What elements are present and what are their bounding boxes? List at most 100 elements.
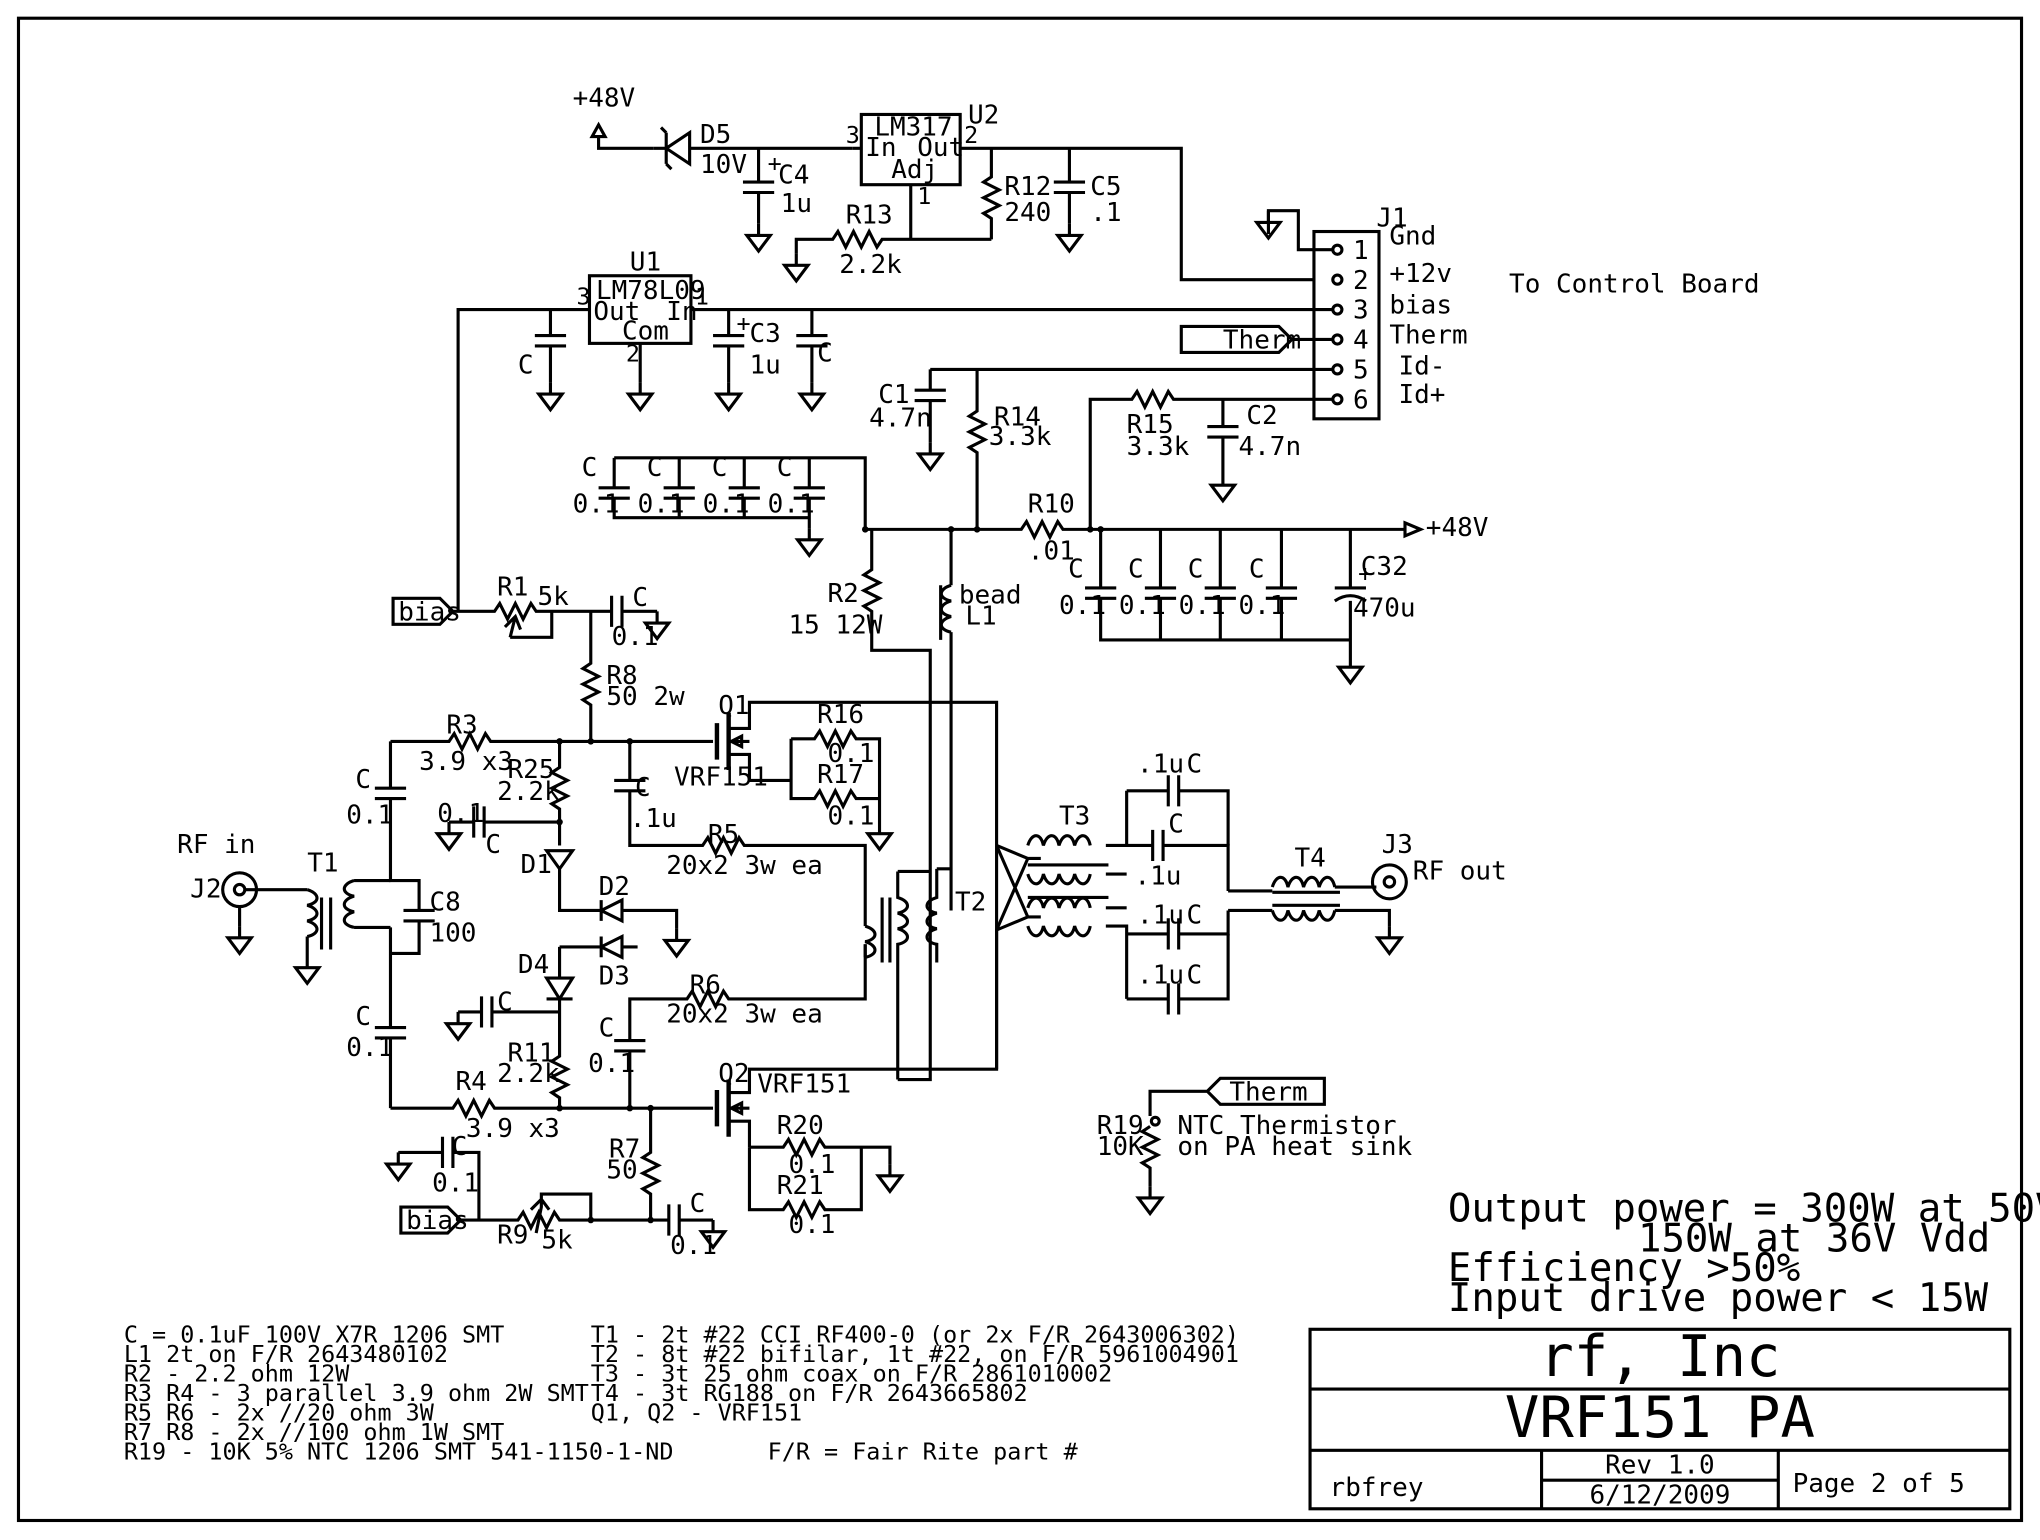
therm-port-label: Therm bbox=[1229, 1077, 1307, 1107]
r13-ref: R13 bbox=[846, 201, 893, 231]
lm317-section: +48V D5 10V + C4 1u LM317 In Out Adj U2 … bbox=[573, 84, 1314, 283]
note-line: T2 - 8t #22 bifilar, 1t #22, on F/R 5961… bbox=[591, 1340, 1239, 1368]
lm78l09-section: LM78L09 Out In Com U1 3 1 2 C + C3 1u C bbox=[456, 248, 1333, 612]
drawing-title: VRF151 PA bbox=[1505, 1385, 1815, 1451]
c-value: 0.1 bbox=[346, 800, 393, 830]
r12-ref: R12 bbox=[1004, 172, 1051, 202]
r1-value: 5k bbox=[537, 582, 569, 612]
r6-ref: R6 bbox=[690, 971, 721, 1001]
u1-in-pin: In bbox=[666, 297, 697, 327]
c-ref: C bbox=[1068, 555, 1084, 585]
c3-value: 1u bbox=[749, 350, 780, 380]
u2-out-pin: Out bbox=[917, 133, 964, 163]
r19-ref: R19 bbox=[1097, 1111, 1144, 1141]
r11-value: 2.2k bbox=[497, 1059, 560, 1089]
note-line: R3 R4 - 3 parallel 3.9 ohm 2W SMT bbox=[124, 1379, 589, 1407]
q1-ref: Q1 bbox=[718, 691, 749, 721]
spec-output-power-36v: 150W at 36V Vdd bbox=[1638, 1216, 1990, 1261]
j1-pin-num: 6 bbox=[1353, 385, 1369, 415]
t2-ref: T2 bbox=[955, 887, 986, 917]
c-value: 0.1 bbox=[432, 1168, 479, 1198]
c-ref: C bbox=[1186, 960, 1202, 990]
u1-out-pin: Out bbox=[593, 297, 640, 327]
t3-ref: T3 bbox=[1059, 802, 1090, 832]
note-line: R7 R8 - 2x //100 ohm 1W SMT bbox=[124, 1418, 504, 1446]
r17-ref: R17 bbox=[817, 760, 864, 790]
l1-value: bead bbox=[959, 581, 1022, 611]
plus48-right-label: +48V bbox=[1426, 513, 1489, 543]
r25-value: 2.2k bbox=[497, 777, 560, 807]
q2-section: R4 3.9 x3 R11 2.2k C C 0.1 R6 20x2 3w ea… bbox=[385, 845, 999, 1261]
therm-port-label: Therm bbox=[1223, 326, 1301, 356]
c-ref: C bbox=[817, 339, 833, 369]
c-value: 0.1 bbox=[1059, 591, 1106, 621]
r15-value: 3.3k bbox=[1127, 432, 1190, 462]
c32-ref: C32 bbox=[1361, 552, 1408, 582]
r4-ref: R4 bbox=[456, 1067, 487, 1097]
r16-value: 0.1 bbox=[828, 739, 875, 769]
r9-value: 5k bbox=[541, 1226, 573, 1256]
c-value: 0.1 bbox=[437, 799, 484, 829]
r1-ref: R1 bbox=[497, 573, 528, 603]
to-control-board: To Control Board bbox=[1509, 270, 1759, 300]
r7-value: 50 bbox=[606, 1155, 637, 1185]
notes-right: T1 - 2t #22 CCI RF400-0 (or 2x F/R 26430… bbox=[591, 1320, 1239, 1465]
r3-value: 3.9 x3 bbox=[419, 747, 513, 777]
r5-value: 20x2 3w ea bbox=[666, 851, 823, 881]
output-section: T3 .1u C C .1u .1u C .1u C T4 J3 RF out bbox=[995, 750, 1507, 1070]
u2-ref: U2 bbox=[968, 101, 999, 131]
c-value: 0.1 bbox=[670, 1231, 717, 1261]
j1-pin-num: 4 bbox=[1353, 326, 1369, 356]
r10-ref: R10 bbox=[1028, 489, 1075, 519]
c-ref: C bbox=[1128, 555, 1144, 585]
j1-pin-name: Therm bbox=[1389, 320, 1467, 350]
r14-ref: R14 bbox=[994, 402, 1041, 432]
svg-text:+: + bbox=[1358, 559, 1372, 587]
c2-value: 4.7n bbox=[1239, 432, 1302, 462]
note-line: R19 - 10K 5% NTC 1206 SMT 541-1150-1-ND bbox=[124, 1437, 674, 1465]
r9-ref: R9 bbox=[497, 1220, 528, 1250]
u1-com-pin: Com bbox=[622, 316, 669, 346]
q2-part: VRF151 bbox=[757, 1070, 851, 1100]
spec-efficiency: Efficiency >50% bbox=[1448, 1246, 1800, 1291]
q1-part: VRF151 bbox=[674, 763, 768, 793]
u1-pin2: 2 bbox=[626, 340, 640, 368]
c-ref: C bbox=[582, 453, 598, 483]
ntc-label-2: on PA heat sink bbox=[1177, 1132, 1412, 1162]
c5-value: .1 bbox=[1090, 198, 1121, 228]
r14-value: 3.3k bbox=[989, 422, 1052, 452]
j1-pin-name: Gnd bbox=[1389, 222, 1436, 252]
svg-text:+: + bbox=[768, 150, 782, 178]
d4-ref: D4 bbox=[518, 950, 549, 980]
c-ref: C bbox=[1249, 555, 1265, 585]
u1-ref: U1 bbox=[630, 248, 661, 278]
c1-ref: C1 bbox=[878, 380, 909, 410]
u2-adj-pin: Adj bbox=[891, 155, 938, 185]
c-ref: C bbox=[599, 1014, 615, 1044]
j1-pin-num: 2 bbox=[1353, 266, 1369, 296]
r2-ref: R2 bbox=[828, 579, 859, 609]
j1-pin-num: 3 bbox=[1353, 296, 1369, 326]
r10-value: .01 bbox=[1028, 536, 1075, 566]
c-value: 0.1 bbox=[1179, 591, 1226, 621]
q1-section: R3 3.9 x3 Q1 VRF151 R16 0.1 R17 0.1 C .1… bbox=[390, 691, 999, 927]
fr-note: F/R = Fair Rite part # bbox=[768, 1437, 1079, 1465]
r2-value: 15 12W bbox=[788, 610, 882, 640]
c32-value: 470u bbox=[1353, 594, 1416, 624]
c-value: .1u bbox=[1137, 900, 1184, 930]
c1-value: 4.7n bbox=[869, 404, 932, 434]
c-value: 0.1 bbox=[768, 489, 815, 519]
company-name: rf, Inc bbox=[1539, 1324, 1780, 1390]
r13-value: 2.2k bbox=[839, 250, 902, 280]
d5-ref: D5 bbox=[700, 120, 731, 150]
q2-ref: Q2 bbox=[718, 1059, 749, 1089]
spec-drive: Input drive power < 15W bbox=[1448, 1276, 1989, 1321]
r17-value: 0.1 bbox=[828, 802, 875, 832]
c-value: .1u bbox=[1137, 960, 1184, 990]
c-ref: C bbox=[497, 988, 513, 1018]
c-ref: C bbox=[1188, 555, 1204, 585]
c-ref: C bbox=[690, 1189, 706, 1219]
c-ref: C bbox=[635, 773, 651, 803]
r19-value: 10K bbox=[1097, 1132, 1144, 1162]
rf-in-label: RF in bbox=[177, 830, 255, 860]
